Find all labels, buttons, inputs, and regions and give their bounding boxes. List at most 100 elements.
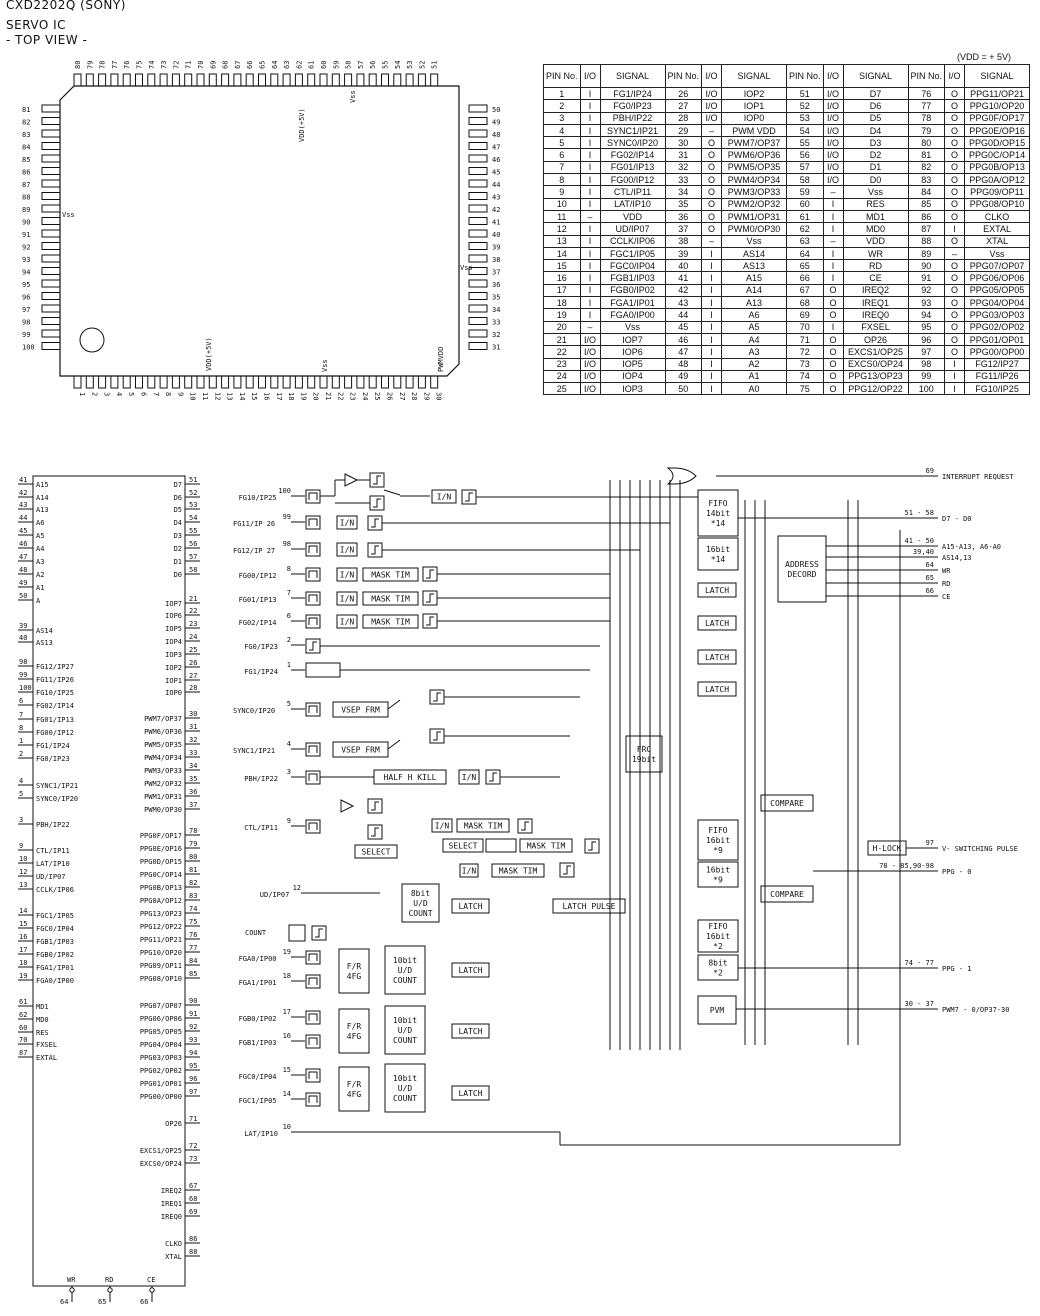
top-pin-number: 76: [123, 61, 131, 69]
top-pin: [196, 73, 205, 87]
left-pin: [41, 279, 61, 288]
latch-box: [451, 962, 490, 978]
symbol-pin-number: 45: [19, 527, 27, 535]
block-input-pin: 17: [283, 1008, 291, 1016]
symbol-pin-number: 23: [189, 620, 197, 628]
fifo-16bit: [697, 537, 739, 571]
top-pin-number: 62: [295, 61, 303, 69]
latch-box-text: LATCH: [458, 902, 482, 911]
pin-table-cell: O: [944, 234, 966, 248]
edge-detector: [311, 925, 327, 941]
pulse-glyph: [308, 617, 318, 625]
vss-bottom-label: Vss: [321, 359, 329, 372]
symbol-pin-name: FGC1/IP05: [36, 912, 74, 920]
block-input-pin: 16: [283, 1032, 291, 1040]
pin-table-cell: PPG0D/OP15: [964, 136, 1031, 150]
pin-table-cell: PWM2/OP32: [721, 197, 788, 211]
symbol-pin-number: 14: [19, 907, 27, 915]
right-pin-number: 44: [492, 181, 500, 189]
block-input-pin: 14: [283, 1090, 291, 1098]
symbol-pin-number: 35: [189, 775, 197, 783]
fifo-9b-text: 16bit: [706, 866, 730, 875]
top-pin: [122, 73, 131, 87]
symbol-pin-number: 5: [19, 790, 23, 798]
symbol-pin-name: CTL/IP11: [36, 847, 70, 855]
top-pin: [147, 73, 156, 87]
pin-table-cell: I: [579, 234, 601, 248]
pin-table-cell: MD1: [842, 209, 909, 224]
right-pin: [468, 229, 488, 238]
symbol-pin-name: PWM7/OP37: [144, 715, 182, 723]
left-pin: [41, 304, 61, 313]
bottom-pin: [122, 375, 131, 389]
pin-table-cell: EXTAL: [964, 222, 1031, 236]
pin-table-cell: I: [822, 209, 844, 224]
right-pin-number: 36: [492, 281, 500, 289]
symbol-pin-number: 9: [19, 842, 23, 850]
symbol-pin-name: FG01/IP13: [36, 716, 74, 724]
schmitt-buffer: [305, 515, 321, 530]
bottom-pin: [381, 375, 389, 389]
inv-box: [458, 769, 480, 785]
fifo-14bit-text: 14bit: [706, 509, 730, 518]
vss-top-label: Vss: [349, 90, 357, 103]
pulse-glyph: [308, 1095, 318, 1103]
inv-box: [336, 567, 358, 582]
top-pin-number: 60: [320, 61, 328, 69]
top-pin: [171, 73, 180, 87]
schmitt-buffer: [305, 489, 321, 504]
bottom-pin: [417, 375, 426, 389]
block-input-label: UD/IP07: [260, 891, 290, 899]
symbol-pin-number: 37: [189, 801, 197, 809]
pin-table-cell: 54: [786, 123, 824, 138]
symbol-pin-name: RD: [105, 1276, 113, 1284]
pin-table-cell: PPG0A/OP12: [964, 173, 1031, 187]
bottom-pin: [393, 375, 402, 389]
left-pin-number: 91: [22, 231, 30, 239]
symbol-pin-name: D2: [174, 545, 182, 553]
symbol-pin-number: 19: [19, 972, 27, 980]
top-pin-number: 55: [382, 61, 390, 69]
symbol-pin-number: 27: [189, 672, 197, 680]
symbol-pin-name: PPG0E/OP16: [140, 845, 182, 853]
pin-table-cell: PWM7/OP37: [721, 136, 788, 150]
edge-glyph: [521, 821, 529, 831]
pin-table-cell: PPG09/OP11: [964, 185, 1031, 199]
pin-table-cell: SYNC0/IP20: [599, 136, 666, 150]
fifo-2-text: FIFO: [708, 922, 727, 931]
compare-box-text: COMPARE: [770, 799, 804, 808]
block-input-label: LAT/IP10: [244, 1130, 278, 1138]
fr-4fg-box-text: F/R: [347, 962, 362, 971]
right-pin-number: 31: [492, 344, 500, 352]
symbol-pin-number: 52: [189, 489, 197, 497]
bottom-pin: [85, 375, 94, 389]
top-pin: [430, 73, 439, 87]
10bit-counter-text: 10bit: [393, 1016, 417, 1025]
output-pin: 78 - 85,90-98: [879, 862, 934, 870]
symbol-pin-name: PWM3/OP33: [144, 767, 182, 775]
edge-detector: [584, 838, 600, 854]
right-pin-number: 35: [492, 294, 500, 302]
select-box-text: SELECT: [362, 848, 391, 857]
pin-table-cell: CCLK/IP06: [599, 234, 666, 248]
symbol-pin-number: 24: [189, 633, 197, 641]
bottom-pin: [430, 375, 439, 389]
left-pin: [41, 117, 61, 125]
right-pin-number: 34: [492, 306, 500, 314]
vss-left-label: Vss: [62, 211, 75, 219]
symbol-pin-name: A14: [36, 494, 49, 502]
output-pin: 97: [926, 839, 934, 847]
top-pin-number: 67: [234, 61, 242, 69]
latch-box-text: LATCH: [705, 619, 729, 628]
top-pin-number: 52: [418, 61, 426, 69]
top-pin: [184, 73, 193, 87]
bottom-pin-number: 12: [213, 392, 221, 400]
symbol-pin-number: 55: [189, 527, 197, 535]
left-pin: [41, 317, 61, 325]
